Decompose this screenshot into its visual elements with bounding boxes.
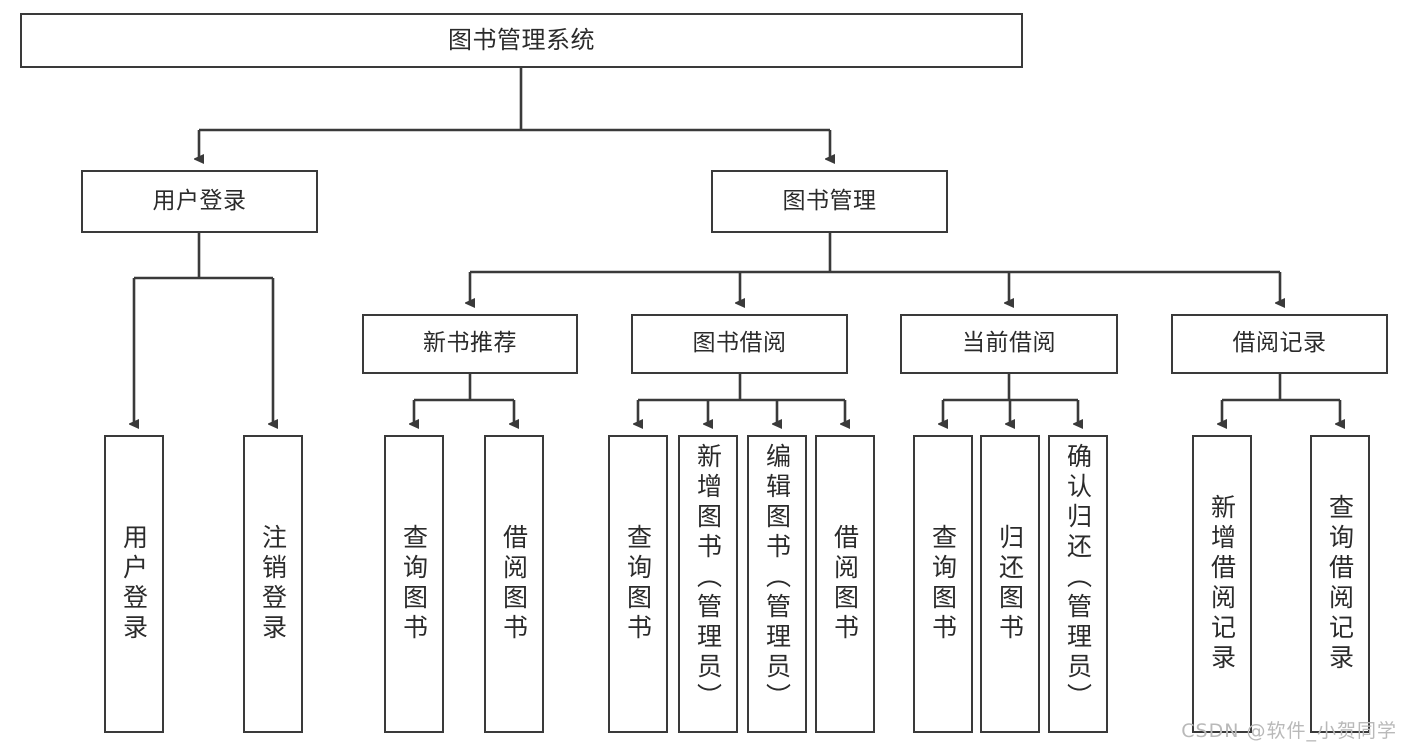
node-root-book-management-system[interactable]: 图书管理系统	[20, 13, 1023, 68]
node-label: 当前借阅	[962, 330, 1056, 357]
node-leaf-borrow-book-1[interactable]: 借阅图书	[484, 435, 544, 733]
node-label: 编辑图书（管理员）	[762, 443, 792, 713]
node-label: 借阅图书	[499, 524, 529, 644]
node-leaf-user-login[interactable]: 用户登录	[104, 435, 164, 733]
node-label: 查询图书	[399, 524, 429, 644]
node-new-book-recommend[interactable]: 新书推荐	[362, 314, 578, 374]
node-borrow-record[interactable]: 借阅记录	[1171, 314, 1388, 374]
node-leaf-query-record[interactable]: 查询借阅记录	[1310, 435, 1370, 733]
node-label: 借阅记录	[1232, 330, 1327, 357]
node-label: 图书管理系统	[448, 26, 595, 55]
node-leaf-confirm-return[interactable]: 确认归还（管理员）	[1048, 435, 1108, 733]
node-label: 图书借阅	[692, 330, 787, 357]
node-label: 归还图书	[995, 524, 1025, 644]
node-leaf-logout[interactable]: 注销登录	[243, 435, 303, 733]
node-label: 查询借阅记录	[1325, 494, 1355, 674]
node-label: 用户登录	[119, 524, 149, 644]
node-label: 查询图书	[928, 524, 958, 644]
node-leaf-borrow-book-2[interactable]: 借阅图书	[815, 435, 875, 733]
node-leaf-query-book-3[interactable]: 查询图书	[913, 435, 973, 733]
node-leaf-edit-book[interactable]: 编辑图书（管理员）	[747, 435, 807, 733]
node-label: 注销登录	[258, 524, 288, 644]
node-leaf-query-book-1[interactable]: 查询图书	[384, 435, 444, 733]
node-label: 新增借阅记录	[1207, 494, 1237, 674]
node-label: 用户登录	[152, 187, 247, 214]
node-leaf-add-book[interactable]: 新增图书（管理员）	[678, 435, 738, 733]
csdn-watermark: CSDN @软件_小贺同学	[1181, 720, 1397, 742]
node-label: 新书推荐	[423, 330, 517, 357]
node-leaf-return-book[interactable]: 归还图书	[980, 435, 1040, 733]
node-book-management[interactable]: 图书管理	[711, 170, 948, 233]
node-user-login[interactable]: 用户登录	[81, 170, 318, 233]
node-current-borrow[interactable]: 当前借阅	[900, 314, 1118, 374]
node-label: 图书管理	[782, 187, 877, 214]
node-book-borrow[interactable]: 图书借阅	[631, 314, 848, 374]
node-label: 确认归还（管理员）	[1063, 443, 1093, 713]
node-leaf-add-record[interactable]: 新增借阅记录	[1192, 435, 1252, 733]
node-label: 借阅图书	[830, 524, 860, 644]
node-label: 新增图书（管理员）	[693, 443, 723, 713]
node-leaf-query-book-2[interactable]: 查询图书	[608, 435, 668, 733]
node-label: 查询图书	[623, 524, 653, 644]
